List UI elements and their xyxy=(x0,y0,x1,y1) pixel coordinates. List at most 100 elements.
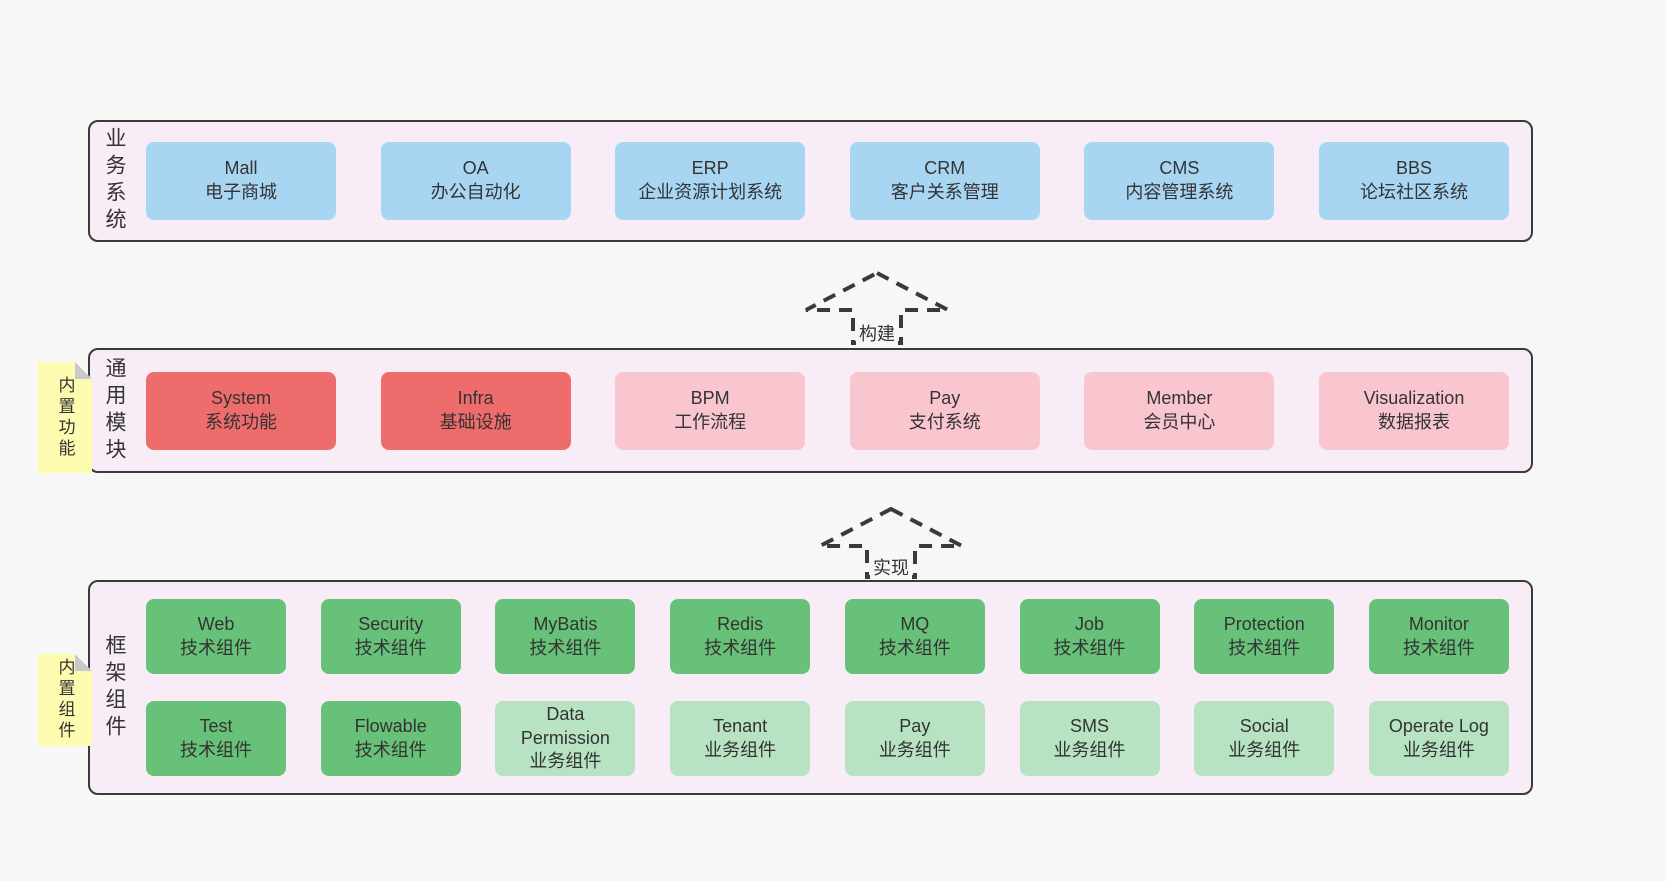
box-title: Tenant xyxy=(713,715,768,736)
box-visualization: Visualization 数据报表 xyxy=(1318,371,1509,450)
box-mq: MQ 技术组件 xyxy=(844,599,985,674)
box-data-permission: Data Permission 业务组件 xyxy=(495,701,636,776)
box-title: CMS xyxy=(1159,158,1200,179)
arrow-label-implement: 实现 xyxy=(870,554,912,580)
box-title: Visualization xyxy=(1363,387,1465,408)
box-subtitle: 技术组件 xyxy=(180,637,252,658)
box-title: MQ xyxy=(900,613,930,634)
box-subtitle: 办公自动化 xyxy=(430,182,521,202)
box-title: MyBatis xyxy=(533,613,598,634)
box-title: Infra xyxy=(457,387,494,408)
box-bbs: BBS 论坛社区系统 xyxy=(1318,142,1509,220)
box-subtitle: 技术组件 xyxy=(354,739,427,760)
layer-framework-components: 框架组件 Web 技术组件 Security 技术组件 MyBatis 技术组件… xyxy=(88,580,1533,795)
box-tenant: Tenant 业务组件 xyxy=(670,701,811,776)
box-subtitle: 业务组件 xyxy=(1228,739,1301,760)
box-title: Mall xyxy=(224,158,258,179)
box-subtitle: 基础设施 xyxy=(439,411,512,432)
box-title: Security xyxy=(358,613,424,634)
box-title: Pay xyxy=(899,715,931,736)
box-subtitle: 技术组件 xyxy=(180,739,252,760)
box-subtitle: 技术组件 xyxy=(1053,637,1126,658)
box-job: Job 技术组件 xyxy=(1019,599,1160,674)
box-web: Web 技术组件 xyxy=(146,599,286,674)
box-subtitle: 系统功能 xyxy=(205,411,277,432)
layer-label-common-modules: 通用模块 xyxy=(103,356,126,465)
box-title: BBS xyxy=(1395,158,1432,179)
box-subtitle: 工作流程 xyxy=(674,411,747,432)
box-title: CRM xyxy=(924,158,966,179)
box-subtitle: 企业资源计划系统 xyxy=(638,182,783,202)
layer-business-systems: 业务系统 Mall 电子商城 OA 办公自动化 ERP 企业资源计划系统 CRM… xyxy=(88,120,1533,242)
box-crm: CRM 客户关系管理 xyxy=(849,142,1040,220)
box-subtitle: 会员中心 xyxy=(1143,411,1216,432)
box-subtitle: 业务组件 xyxy=(1053,739,1126,760)
box-title: Operate Log xyxy=(1388,715,1489,736)
box-title: ERP xyxy=(691,158,729,179)
layer-label-business-systems: 业务系统 xyxy=(103,127,126,235)
box-subtitle: 业务组件 xyxy=(1402,739,1475,760)
box-subtitle: 业务组件 xyxy=(529,751,602,772)
box-title: Pay xyxy=(929,387,961,408)
box-member: Member 会员中心 xyxy=(1084,371,1275,450)
sticky-note-text: 内置功能 xyxy=(55,375,75,460)
box-erp: ERP 企业资源计划系统 xyxy=(615,142,806,220)
box-subtitle: 支付系统 xyxy=(908,411,981,432)
arrow-label-build: 构建 xyxy=(856,320,898,346)
box-subtitle: 内容管理系统 xyxy=(1125,182,1234,202)
common-boxes-row: System 系统功能 Infra 基础设施 BPM 工作流程 Pay 支付系统… xyxy=(146,371,1509,450)
box-mall: Mall 电子商城 xyxy=(146,142,336,220)
box-subtitle: 技术组件 xyxy=(1228,637,1301,658)
box-title: Member xyxy=(1146,387,1213,408)
layer-label-framework-components: 框架组件 xyxy=(103,633,126,742)
box-infra: Infra 基础设施 xyxy=(380,371,571,450)
box-security: Security 技术组件 xyxy=(320,599,461,674)
box-flowable: Flowable 技术组件 xyxy=(320,701,461,776)
box-social: Social 业务组件 xyxy=(1194,701,1335,776)
box-subtitle: 技术组件 xyxy=(354,637,427,658)
box-title: Social xyxy=(1239,715,1289,736)
box-title: Job xyxy=(1075,613,1105,634)
box-subtitle: 技术组件 xyxy=(704,637,777,658)
box-mybatis: MyBatis 技术组件 xyxy=(495,599,636,674)
box-title: Redis xyxy=(717,613,764,634)
box-title: Flowable xyxy=(354,715,427,736)
layer-common-modules: 通用模块 System 系统功能 Infra 基础设施 BPM 工作流程 Pay… xyxy=(88,348,1533,473)
box-pay-component: Pay 业务组件 xyxy=(844,701,985,776)
box-subtitle: 技术组件 xyxy=(878,637,951,658)
box-title: BPM xyxy=(690,387,730,408)
box-redis: Redis 技术组件 xyxy=(670,599,811,674)
box-pay-system: Pay 支付系统 xyxy=(849,371,1040,450)
box-subtitle: 客户关系管理 xyxy=(890,182,999,202)
sticky-note-builtin-components: 内置组件 xyxy=(38,654,92,746)
box-protection: Protection 技术组件 xyxy=(1194,599,1335,674)
framework-rows: Web 技术组件 Security 技术组件 MyBatis 技术组件 Redi… xyxy=(146,599,1509,776)
box-sms: SMS 业务组件 xyxy=(1019,701,1160,776)
box-subtitle: 业务组件 xyxy=(878,739,951,760)
box-subtitle: 业务组件 xyxy=(704,739,777,760)
box-monitor: Monitor 技术组件 xyxy=(1368,599,1509,674)
box-title: OA xyxy=(462,158,489,179)
box-title: System xyxy=(210,387,271,408)
box-subtitle: 技术组件 xyxy=(1402,637,1475,658)
box-title: Data Permission xyxy=(520,703,610,748)
box-title: SMS xyxy=(1070,715,1110,736)
framework-row-2: Test 技术组件 Flowable 技术组件 Data Permission … xyxy=(146,701,1509,776)
box-subtitle: 技术组件 xyxy=(529,637,602,658)
box-test: Test 技术组件 xyxy=(146,701,286,776)
sticky-note-builtin-features: 内置功能 xyxy=(38,362,92,473)
business-boxes-row: Mall 电子商城 OA 办公自动化 ERP 企业资源计划系统 CRM 客户关系… xyxy=(146,142,1509,220)
sticky-note-text: 内置组件 xyxy=(55,658,75,742)
box-title: Test xyxy=(199,715,233,736)
framework-row-1: Web 技术组件 Security 技术组件 MyBatis 技术组件 Redi… xyxy=(146,599,1509,674)
box-subtitle: 电子商城 xyxy=(205,182,277,202)
box-operate-log: Operate Log 业务组件 xyxy=(1368,701,1509,776)
box-title: Web xyxy=(197,613,235,634)
box-system: System 系统功能 xyxy=(146,371,336,450)
box-oa: OA 办公自动化 xyxy=(380,142,571,220)
box-subtitle: 论坛社区系统 xyxy=(1359,182,1468,202)
box-title: Monitor xyxy=(1408,613,1469,634)
box-title: Protection xyxy=(1223,613,1305,634)
box-subtitle: 数据报表 xyxy=(1377,411,1450,432)
